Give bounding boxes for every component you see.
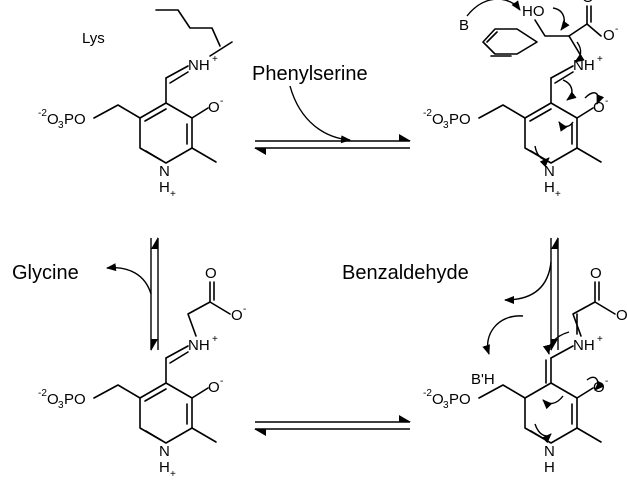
phosphate-charge: -2 bbox=[423, 108, 432, 119]
electron-arrow-ring bbox=[558, 121, 574, 132]
pyridine-h-charge: + bbox=[170, 469, 176, 480]
equilibrium-arrow-left bbox=[150, 237, 159, 351]
phosphate-sub: 3 bbox=[443, 400, 449, 411]
electron-arrow-imine bbox=[562, 79, 577, 101]
lys-label: Lys bbox=[82, 30, 105, 47]
molecule-glycine-aldimine: O O - NH + O - N H + -2 O 3 PO bbox=[38, 265, 246, 480]
phosphate-sub: 3 bbox=[443, 120, 449, 131]
molecule-quinonoid: O O - NH + O - N H -2 O 3 PO B'H bbox=[423, 265, 627, 476]
equilibrium-arrow-bottom bbox=[254, 415, 411, 436]
phosphate-o: O bbox=[47, 111, 59, 128]
nh-label: NH bbox=[188, 337, 210, 354]
carboxylate-o-minus: O bbox=[603, 27, 615, 44]
nh-label: NH bbox=[573, 337, 595, 354]
nh-charge: + bbox=[212, 54, 218, 65]
electron-arrow-phenolate bbox=[584, 92, 605, 105]
carboxylate-o-minus: O bbox=[616, 307, 627, 324]
molecule-internal-aldimine: Lys NH + O - N H + -2 O 3 PO bbox=[38, 9, 233, 200]
reagent-phenylserine: Phenylserine bbox=[252, 63, 368, 85]
phosphate-group: -2 O 3 PO bbox=[423, 388, 471, 411]
nh-label: NH bbox=[188, 57, 210, 74]
reagent-arrow-phenylserine bbox=[289, 85, 351, 144]
phosphate-group: -2 O 3 PO bbox=[423, 108, 471, 131]
pyridine-n: N bbox=[159, 163, 170, 180]
phosphate-charge: -2 bbox=[38, 108, 47, 119]
pyridine-h: H bbox=[159, 179, 170, 196]
phosphate-po: PO bbox=[64, 111, 86, 128]
phosphate-o: O bbox=[47, 391, 59, 408]
pyridine-h: H bbox=[159, 459, 170, 476]
hydroxyl-label: HO bbox=[522, 3, 545, 20]
phosphate-sub: 3 bbox=[58, 400, 64, 411]
pyridine-n: N bbox=[544, 163, 555, 180]
nh-charge: + bbox=[597, 334, 603, 345]
phenolate-o: O bbox=[593, 99, 605, 116]
electron-arrow-base bbox=[466, 0, 521, 17]
electron-arrow-to-base bbox=[482, 315, 524, 355]
pyridine-h-charge: + bbox=[555, 189, 561, 200]
phenolate-charge: - bbox=[220, 376, 223, 387]
electron-arrow-ring bbox=[542, 395, 564, 410]
molecule-phenylserine-aldimine: HO O O - NH + O - N H + -2 O 3 PO B bbox=[423, 0, 618, 200]
protonated-base-label: B'H bbox=[471, 371, 495, 388]
reagent-glycine: Glycine bbox=[12, 262, 79, 284]
pyridine-h: H bbox=[544, 179, 555, 196]
phenolate-o: O bbox=[593, 379, 605, 396]
equilibrium-arrow-top bbox=[254, 134, 411, 155]
phosphate-charge: -2 bbox=[423, 388, 432, 399]
phenolate-charge: - bbox=[605, 96, 608, 107]
pyridine-h-charge: + bbox=[170, 189, 176, 200]
phosphate-o: O bbox=[432, 111, 444, 128]
carboxylate-o-top: O bbox=[582, 0, 594, 6]
carboxylate-charge: - bbox=[615, 24, 618, 35]
nh-charge: + bbox=[212, 334, 218, 345]
phosphate-po: PO bbox=[449, 111, 471, 128]
nh-charge: + bbox=[597, 54, 603, 65]
carboxylate-o-minus: O bbox=[231, 307, 243, 324]
carboxylate-charge: - bbox=[243, 304, 246, 315]
electron-arrow-pyridinium bbox=[534, 145, 550, 168]
phosphate-group: -2 O 3 PO bbox=[38, 388, 86, 411]
phosphate-o: O bbox=[432, 391, 444, 408]
phosphate-group: -2 O 3 PO bbox=[38, 108, 86, 131]
carboxylate-o-top: O bbox=[205, 265, 217, 282]
pyridine-h: H bbox=[544, 459, 555, 476]
phenolate-o: O bbox=[208, 379, 220, 396]
electron-arrow-cn bbox=[574, 41, 585, 63]
phosphate-sub: 3 bbox=[58, 120, 64, 131]
equilibrium-arrow-right bbox=[550, 237, 559, 351]
phosphate-po: PO bbox=[449, 391, 471, 408]
pyridine-n: N bbox=[159, 443, 170, 460]
pyridine-n: N bbox=[544, 443, 555, 460]
phosphate-po: PO bbox=[64, 391, 86, 408]
phenolate-charge: - bbox=[605, 376, 608, 387]
nh-label: NH bbox=[573, 57, 595, 74]
electron-arrow-phenolate bbox=[586, 376, 605, 391]
electron-arrow-pyridine bbox=[534, 423, 552, 444]
electron-arrow-cc bbox=[552, 7, 570, 31]
phenolate-charge: - bbox=[220, 96, 223, 107]
phosphate-charge: -2 bbox=[38, 388, 47, 399]
reagent-arrow-benzaldehyde bbox=[504, 261, 552, 304]
reagent-arrow-glycine bbox=[106, 263, 152, 295]
reagent-benzaldehyde: Benzaldehyde bbox=[342, 262, 469, 284]
carboxylate-o-top: O bbox=[590, 265, 602, 282]
phenolate-o: O bbox=[208, 99, 220, 116]
base-label: B bbox=[459, 17, 469, 34]
